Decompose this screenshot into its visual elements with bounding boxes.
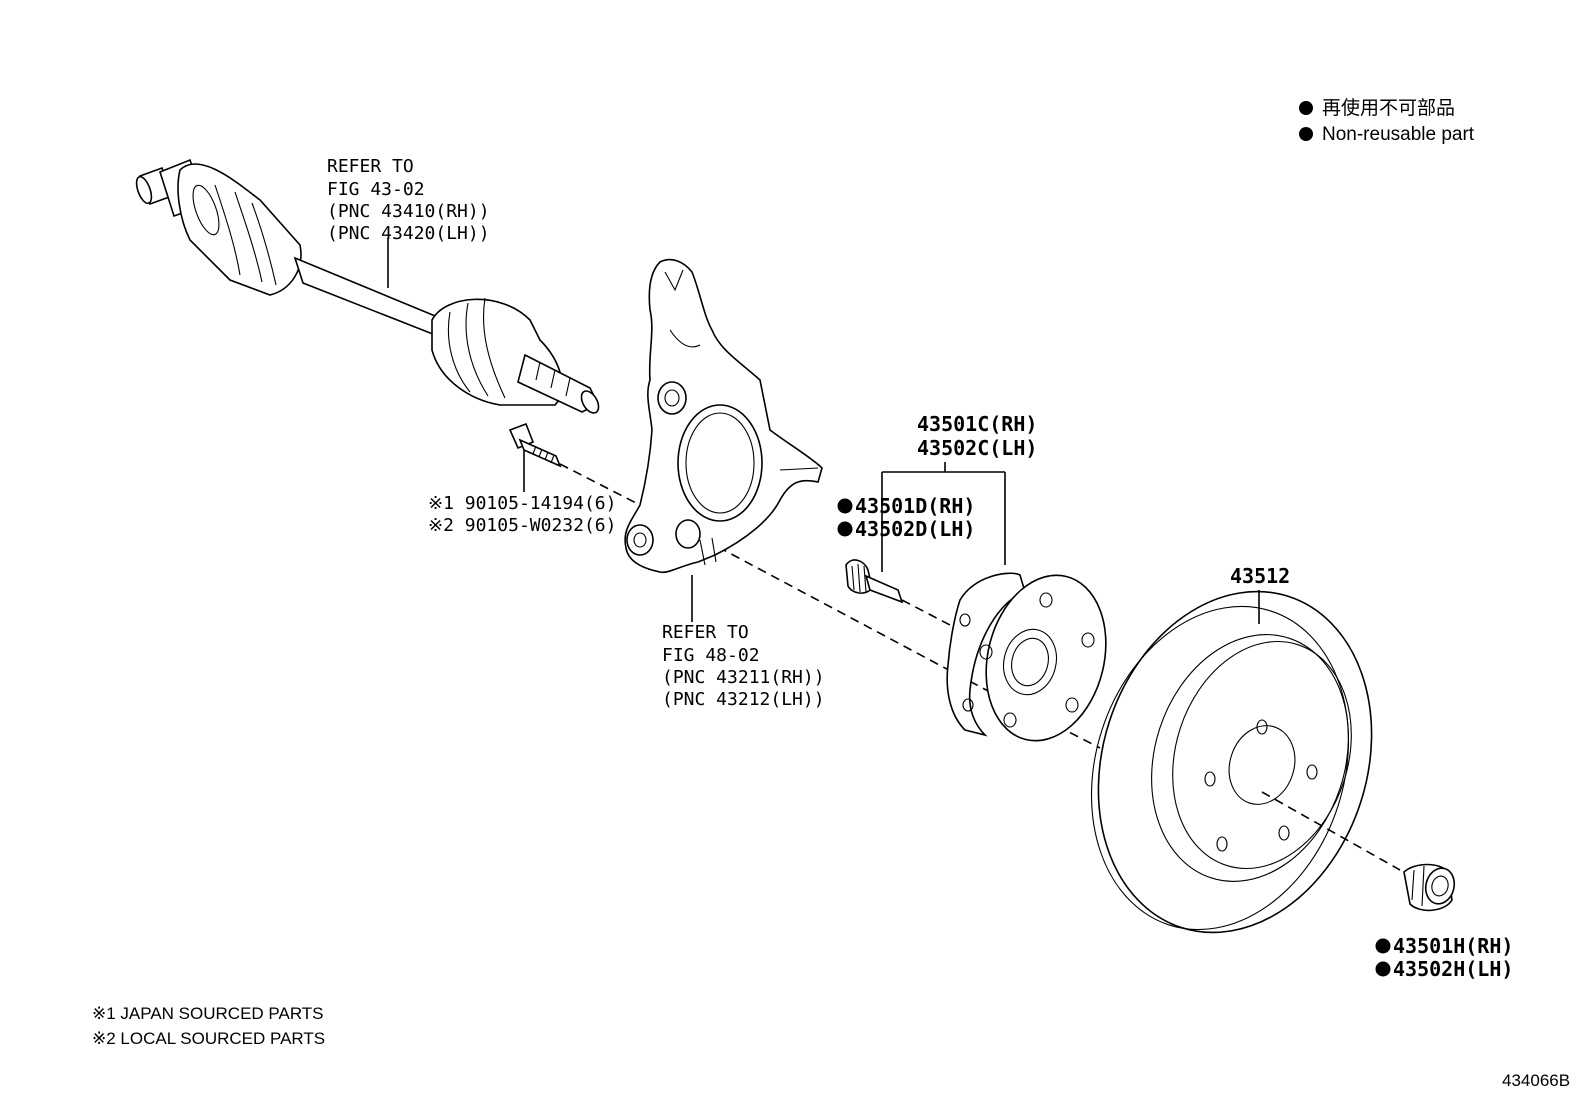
figure-id: 434066B <box>1502 1071 1570 1090</box>
non-reusable-dot-icon <box>1375 961 1391 977</box>
steering-knuckle-drawing <box>624 258 823 622</box>
knuckle-label-3: (PNC 43211(RH)) <box>662 667 825 688</box>
hub-bearing-drawing <box>946 572 1107 742</box>
legend-japanese: 再使用不可部品 <box>1322 97 1455 119</box>
hub-nut-drawing <box>1403 863 1456 912</box>
drive-shaft-label-3: (PNC 43410(RH)) <box>327 201 490 222</box>
non-reusable-dot-icon <box>1375 938 1391 954</box>
knuckle-label-1: REFER TO <box>662 622 749 643</box>
note-japan-sourced: ※1 JAPAN SOURCED PARTS <box>92 1004 324 1023</box>
disc-rotor-drawing <box>1090 590 1401 934</box>
knuckle-label-4: (PNC 43212(LH)) <box>662 689 825 710</box>
knuckle-label-2: FIG 48-02 <box>662 645 760 666</box>
drive-shaft-drawing <box>135 158 600 414</box>
rotor-label: 43512 <box>1230 564 1290 588</box>
non-reusable-dot-icon <box>1299 127 1313 141</box>
legend: 再使用不可部品 Non-reusable part <box>1299 97 1475 145</box>
legend-english: Non-reusable part <box>1322 124 1475 145</box>
hub-bolt-drawing <box>845 559 951 626</box>
nut-label-rh: 43501H(RH) <box>1393 934 1513 958</box>
drive-shaft-label-1: REFER TO <box>327 156 414 177</box>
nut-label-lh: 43502H(LH) <box>1393 957 1513 981</box>
hub-bolt-label-lh: 43502D(LH) <box>855 517 975 541</box>
hub-bolt-label-rh: 43501D(RH) <box>855 494 975 518</box>
bolt-drawing <box>508 422 562 492</box>
non-reusable-dot-icon <box>1299 101 1313 115</box>
drive-shaft-label-2: FIG 43-02 <box>327 179 425 200</box>
drive-shaft-label-4: (PNC 43420(LH)) <box>327 223 490 244</box>
note-local-sourced: ※2 LOCAL SOURCED PARTS <box>92 1029 325 1048</box>
bolt-part-1: ※1 90105-14194(6) <box>428 493 616 514</box>
non-reusable-dot-icon <box>837 498 853 514</box>
non-reusable-dot-icon <box>837 521 853 537</box>
hub-label-rh: 43501C(RH) <box>917 412 1037 436</box>
bolt-part-2: ※2 90105-W0232(6) <box>428 515 616 536</box>
hub-label-lh: 43502C(LH) <box>917 436 1037 460</box>
